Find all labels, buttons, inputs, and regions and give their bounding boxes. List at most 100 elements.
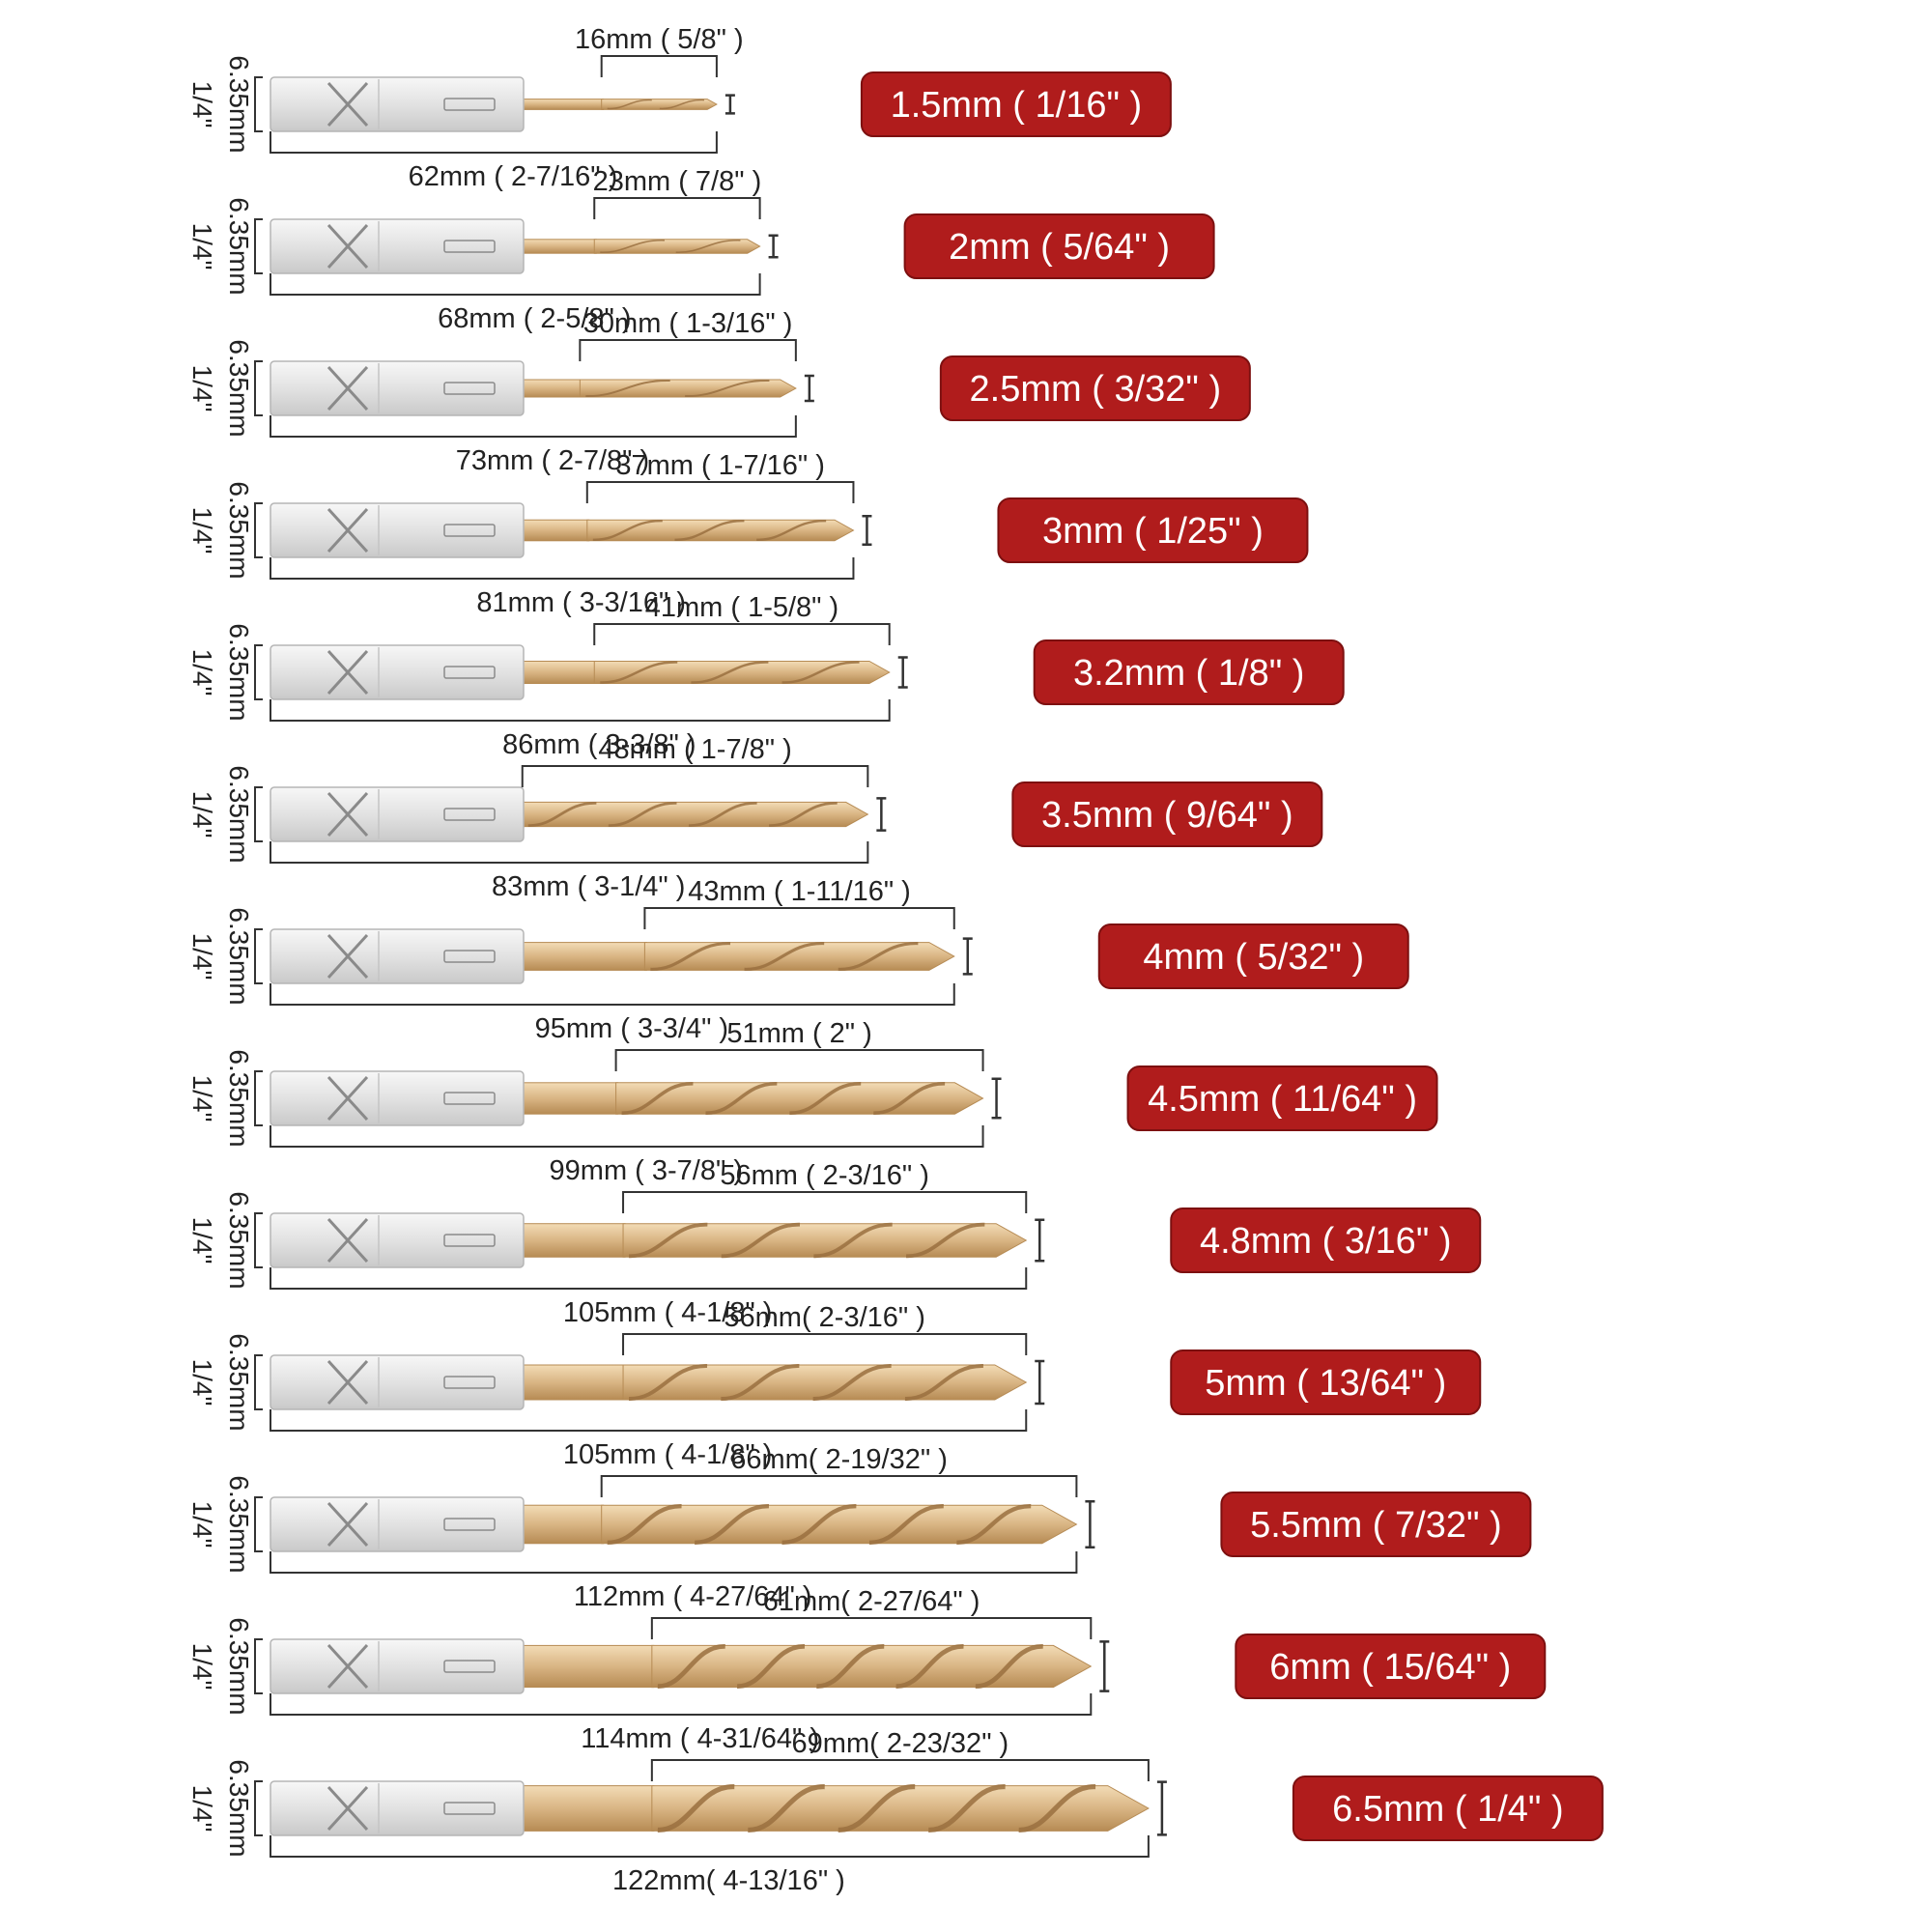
flute-length-dimension — [650, 1759, 1150, 1781]
total-length-label: 112mm ( 4-27/64" ) — [574, 1581, 812, 1612]
total-length-dimension — [270, 557, 855, 580]
shank-flat — [443, 382, 496, 395]
shank-inch-label: 1/4" — [187, 1501, 217, 1548]
flute-spiral — [675, 239, 741, 254]
flute-length-label: 51mm ( 2" ) — [726, 1018, 871, 1049]
shank-groove — [327, 1785, 369, 1832]
flute-spiral — [659, 99, 705, 110]
total-length-label: 122mm( 4-13/16" ) — [612, 1865, 845, 1896]
size-badge-label: 5.5mm ( 7/32" ) — [1250, 1505, 1502, 1546]
total-length-dimension — [270, 1267, 1028, 1290]
tip-diameter-bracket — [876, 797, 887, 832]
bit-body — [519, 1364, 626, 1401]
bit-body — [519, 519, 590, 542]
flute-length-label: 48mm ( 1-7/8" ) — [598, 734, 791, 765]
shank-mm-label: 6.35mm — [224, 339, 254, 437]
total-length-dimension — [270, 841, 869, 864]
bit-body — [519, 942, 647, 971]
shank-groove — [327, 1643, 369, 1690]
flute-spiral — [928, 1783, 1006, 1833]
bit-flutes — [622, 1364, 1028, 1401]
shank-mm-label: 6.35mm — [224, 55, 254, 153]
shank-mm-label: 6.35mm — [224, 197, 254, 295]
shank-size-label: 1/4"6.35mm — [187, 1049, 254, 1147]
shank-inch-label: 1/4" — [187, 1785, 217, 1833]
shank-size-label: 1/4"6.35mm — [187, 765, 254, 863]
shank-flat — [443, 1518, 496, 1531]
bit-body — [519, 1644, 655, 1689]
shank-inch-label: 1/4" — [187, 81, 217, 128]
bit-flutes — [643, 942, 955, 971]
total-length-label: 114mm ( 4-31/64" ) — [581, 1723, 819, 1754]
shank-diameter-bracket — [254, 218, 263, 274]
hex-shank — [270, 1212, 525, 1268]
shank-inch-label: 1/4" — [187, 933, 217, 980]
total-length-label: 62mm ( 2-7/16" ) — [409, 161, 618, 192]
flute-spiral — [756, 519, 827, 542]
flute-length-label: 56mm ( 2-3/16" ) — [720, 1160, 929, 1191]
size-badge — [1235, 1634, 1547, 1699]
bit-flutes — [593, 239, 761, 254]
total-length-dimension — [270, 131, 718, 154]
shank-inch-label: 1/4" — [187, 223, 217, 270]
flute-length-dimension — [585, 481, 855, 503]
shank-groove — [327, 507, 369, 554]
shank-groove — [327, 649, 369, 696]
total-length-label: 81mm ( 3-3/16" ) — [476, 587, 686, 618]
size-badge-label: 3.5mm ( 9/64" ) — [1041, 795, 1293, 836]
shank-inch-label: 1/4" — [187, 365, 217, 412]
size-badge-label: 2mm ( 5/64" ) — [949, 227, 1170, 268]
bit-body — [519, 379, 582, 398]
shank-groove — [327, 1501, 369, 1548]
flute-spiral — [585, 379, 670, 398]
flute-length-label: 43mm ( 1-11/16" ) — [688, 876, 911, 907]
hex-shank — [270, 1496, 525, 1552]
size-badge-label: 4.8mm ( 3/16" ) — [1200, 1221, 1452, 1262]
shank-diameter-bracket — [254, 76, 263, 132]
shank-flat — [443, 240, 496, 253]
flute-spiral — [721, 1222, 801, 1259]
flute-spiral — [781, 1503, 857, 1546]
flute-length-dimension — [614, 1049, 984, 1071]
shank-inch-label: 1/4" — [187, 649, 217, 696]
bit-body — [519, 1223, 626, 1258]
flute-spiral — [607, 1503, 682, 1546]
shank-mm-label: 6.35mm — [224, 623, 254, 721]
flute-spiral — [748, 1783, 825, 1833]
total-length-label: 73mm ( 2-7/8" ) — [456, 445, 649, 476]
shank-mm-label: 6.35mm — [224, 1617, 254, 1715]
shank-diameter-bracket — [254, 360, 263, 416]
flute-spiral — [736, 1643, 806, 1690]
shank-size-label: 1/4"6.35mm — [187, 339, 254, 437]
tip-diameter-bracket — [862, 514, 872, 547]
flute-length-label: 61mm( 2-27/64" ) — [763, 1586, 980, 1617]
total-length-dimension — [270, 1409, 1028, 1432]
flute-length-dimension — [622, 1191, 1028, 1213]
shank-flat — [443, 1376, 496, 1389]
hex-shank — [270, 218, 525, 274]
shank-diameter-bracket — [254, 644, 263, 700]
hex-shank — [270, 1070, 525, 1126]
shank-mm-label: 6.35mm — [224, 1475, 254, 1573]
shank-groove — [327, 1359, 369, 1406]
bit-body — [519, 1504, 605, 1545]
bit-body — [519, 239, 597, 254]
bit-body — [519, 660, 597, 685]
total-length-label: 86mm ( 3-3/8" ) — [502, 729, 696, 760]
flute-spiral — [905, 1222, 985, 1259]
flute-length-dimension — [622, 1333, 1028, 1355]
total-length-label: 68mm ( 2-5/8" ) — [438, 303, 631, 334]
flute-spiral — [789, 1081, 862, 1116]
total-length-dimension — [270, 1835, 1150, 1858]
size-badge — [1170, 1350, 1482, 1415]
bit-flutes — [579, 379, 797, 398]
size-badge-label: 3mm ( 1/25" ) — [1042, 511, 1264, 552]
flute-spiral — [600, 239, 665, 254]
hex-shank — [270, 928, 525, 984]
